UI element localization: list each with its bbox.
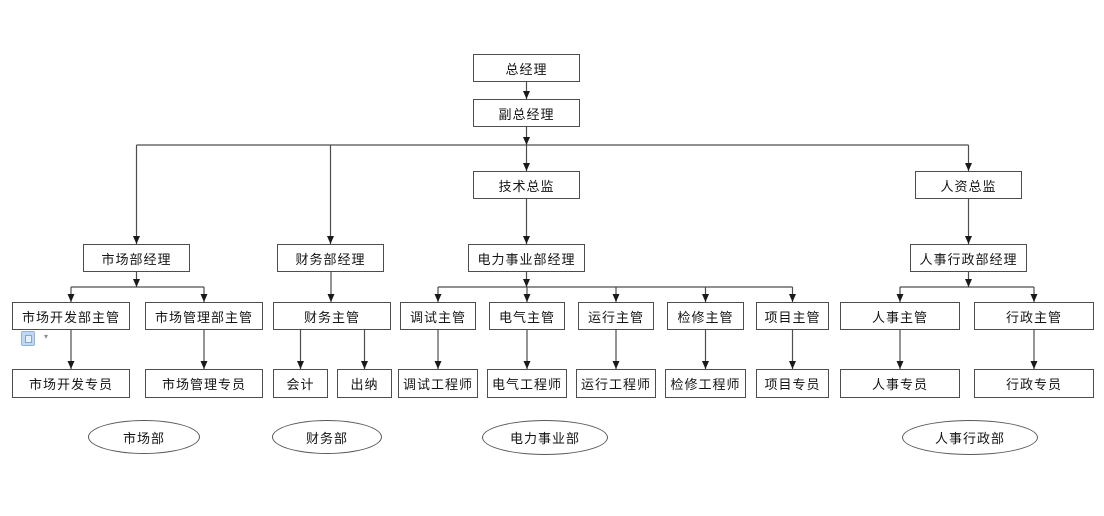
node-market-dev-supervisor[interactable]: 市场开发部主管 <box>12 302 130 330</box>
node-deputy-general-manager[interactable]: 副总经理 <box>473 99 580 127</box>
node-maintenance-supervisor[interactable]: 检修主管 <box>667 302 744 330</box>
node-project-supervisor[interactable]: 项目主管 <box>756 302 829 330</box>
ellipse-marketing-dept[interactable]: 市场部 <box>88 420 200 454</box>
node-marketing-manager[interactable]: 市场部经理 <box>83 244 190 272</box>
node-hr-director[interactable]: 人资总监 <box>915 171 1022 199</box>
paste-options-button[interactable] <box>21 331 35 346</box>
node-hr-admin-manager[interactable]: 人事行政部经理 <box>910 244 1027 272</box>
clipboard-icon <box>25 335 32 343</box>
ellipse-hr-admin-dept[interactable]: 人事行政部 <box>902 420 1038 455</box>
ellipse-power-dept[interactable]: 电力事业部 <box>482 420 608 455</box>
node-hr-supervisor[interactable]: 人事主管 <box>840 302 960 330</box>
ellipse-finance-dept[interactable]: 财务部 <box>272 420 382 454</box>
node-electrical-supervisor[interactable]: 电气主管 <box>489 302 565 330</box>
node-market-mgmt-specialist[interactable]: 市场管理专员 <box>145 369 263 398</box>
node-cashier[interactable]: 出纳 <box>337 369 392 398</box>
node-market-mgmt-supervisor[interactable]: 市场管理部主管 <box>145 302 263 330</box>
node-hr-specialist[interactable]: 人事专员 <box>840 369 960 398</box>
node-tech-director[interactable]: 技术总监 <box>473 171 580 199</box>
node-operation-supervisor[interactable]: 运行主管 <box>578 302 654 330</box>
node-electrical-engineer[interactable]: 电气工程师 <box>487 369 567 398</box>
node-project-specialist[interactable]: 项目专员 <box>756 369 829 398</box>
node-operation-engineer[interactable]: 运行工程师 <box>576 369 656 398</box>
node-admin-supervisor[interactable]: 行政主管 <box>974 302 1094 330</box>
node-market-dev-specialist[interactable]: 市场开发专员 <box>12 369 130 398</box>
node-general-manager[interactable]: 总经理 <box>473 54 580 82</box>
node-power-division-manager[interactable]: 电力事业部经理 <box>468 244 585 272</box>
chevron-down-icon[interactable]: ▾ <box>43 332 48 341</box>
node-finance-manager[interactable]: 财务部经理 <box>277 244 384 272</box>
node-maintenance-engineer[interactable]: 检修工程师 <box>665 369 746 398</box>
node-commissioning-engineer[interactable]: 调试工程师 <box>398 369 478 398</box>
node-commissioning-supervisor[interactable]: 调试主管 <box>400 302 476 330</box>
node-admin-specialist[interactable]: 行政专员 <box>974 369 1094 398</box>
node-accountant[interactable]: 会计 <box>273 369 328 398</box>
node-finance-supervisor[interactable]: 财务主管 <box>273 302 391 330</box>
